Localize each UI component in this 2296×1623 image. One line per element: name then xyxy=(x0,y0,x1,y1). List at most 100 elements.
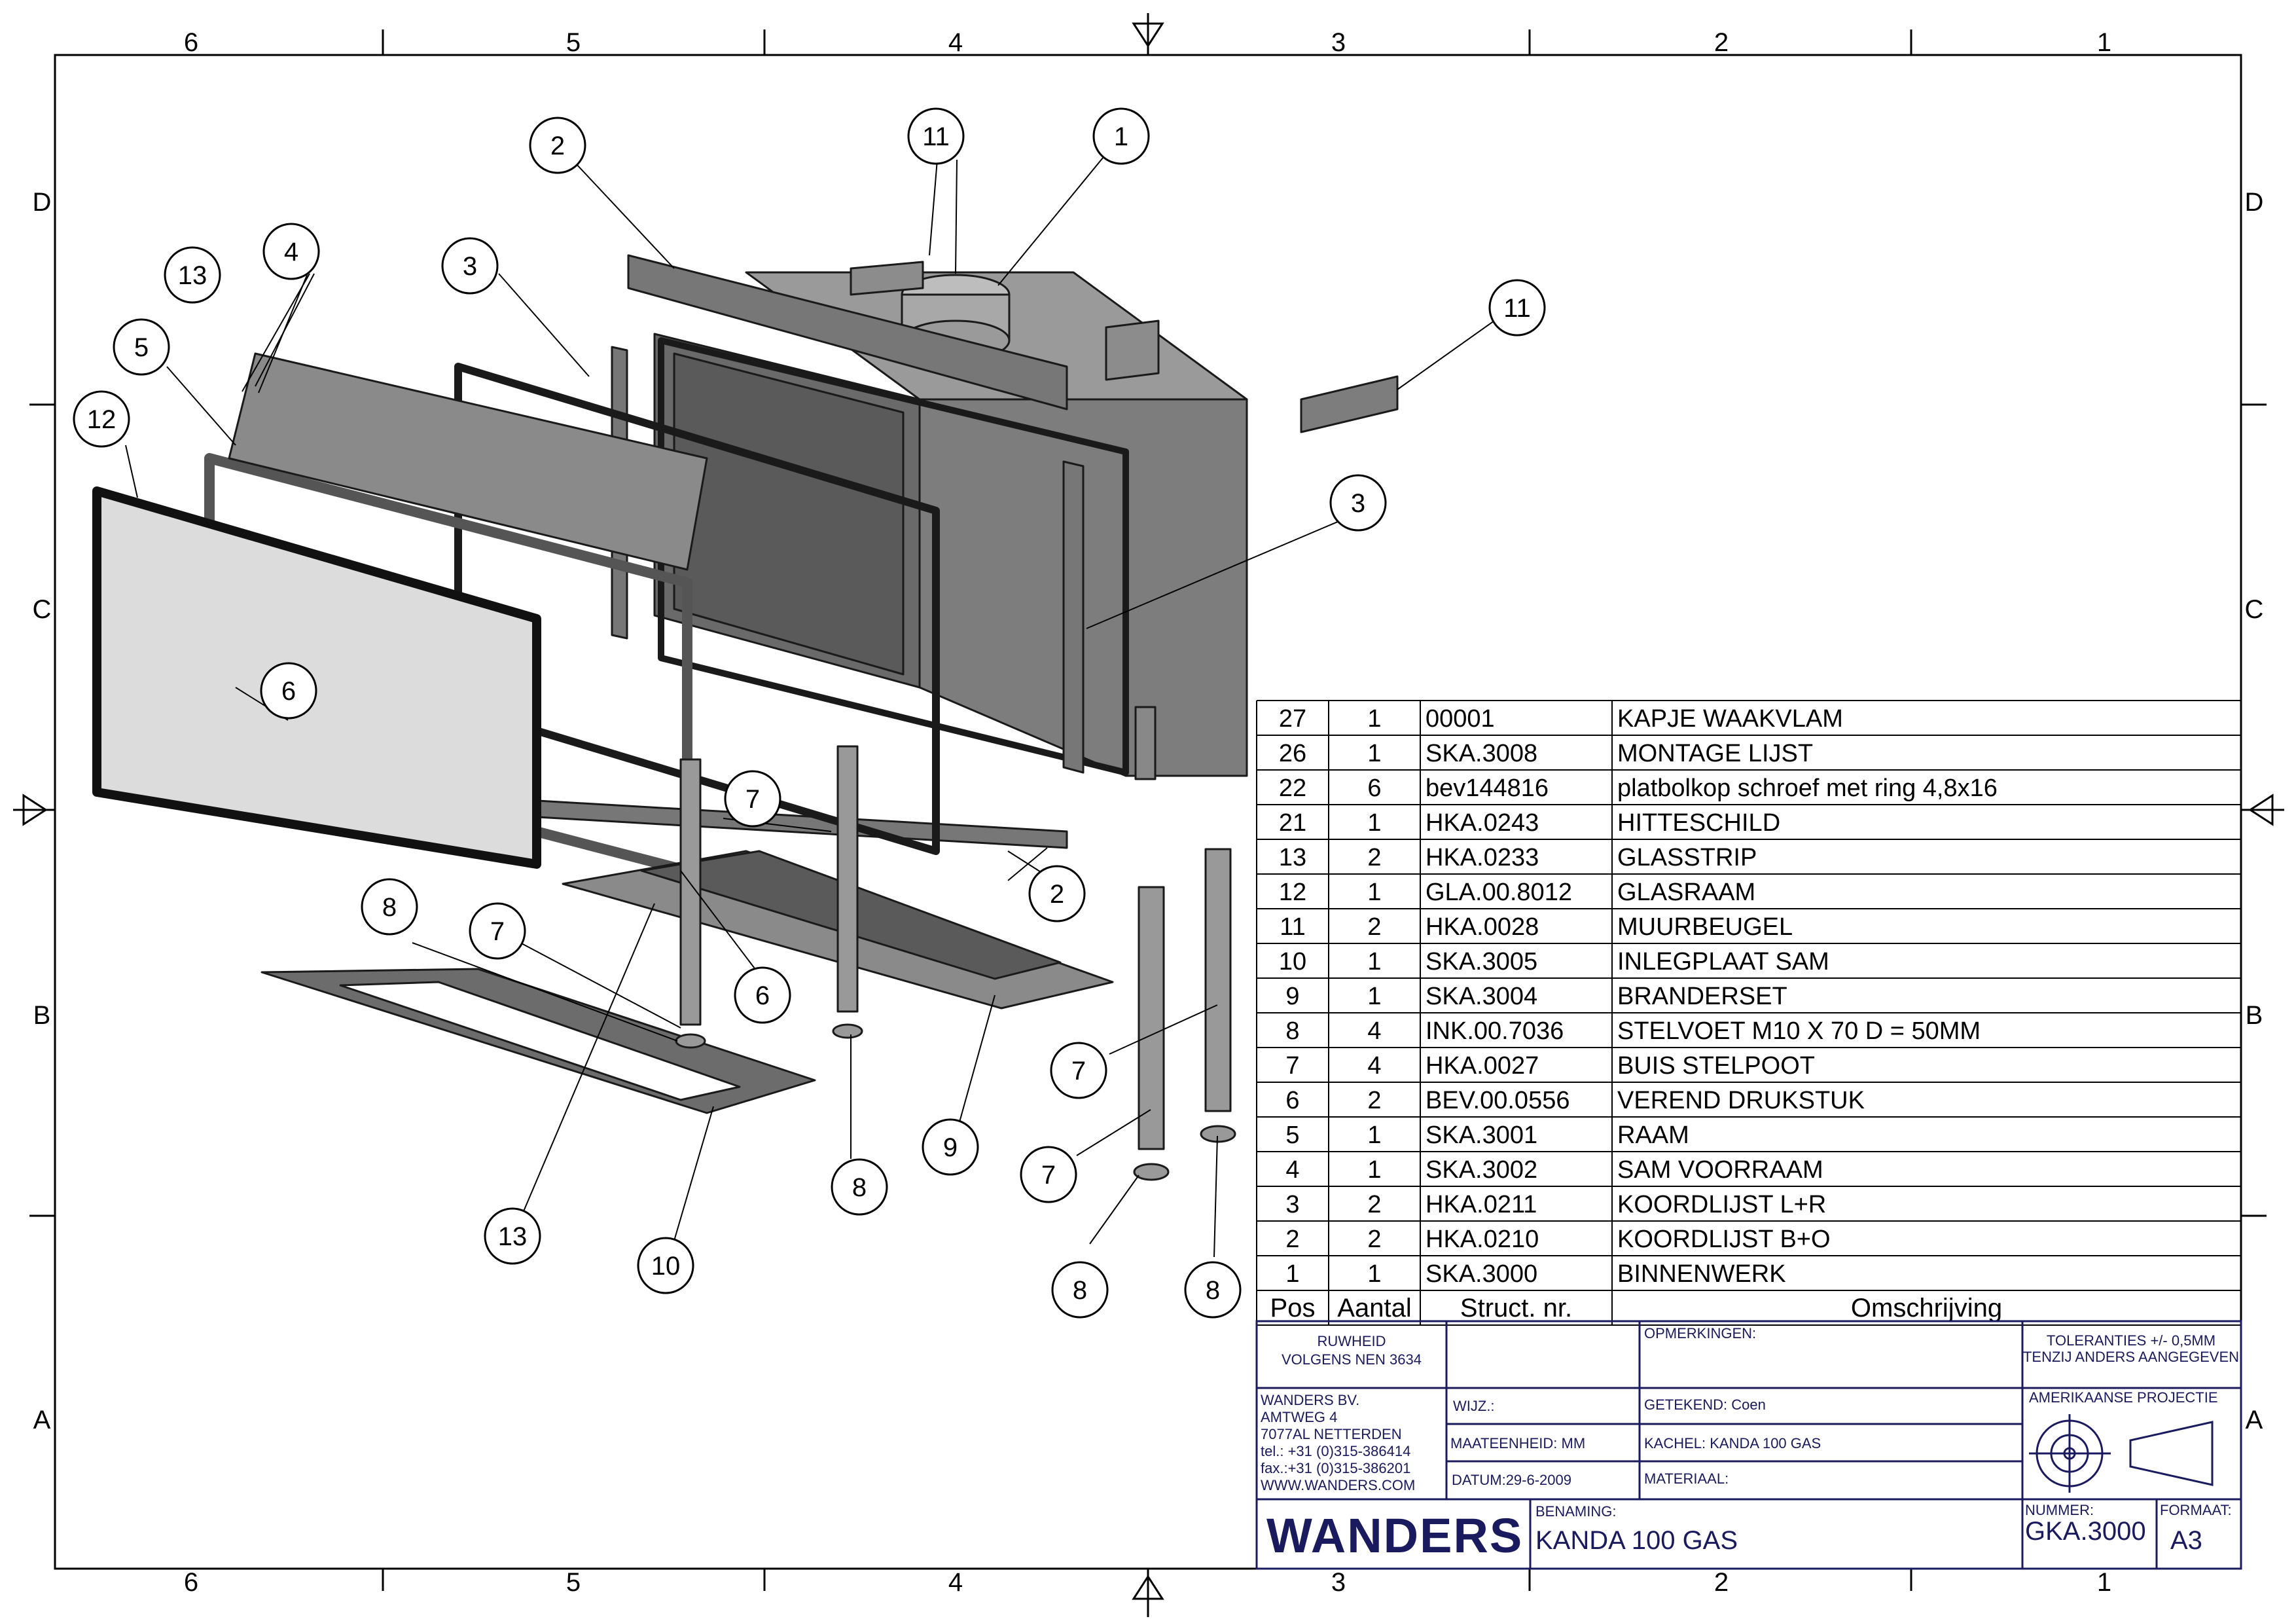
parts-cell: 1 xyxy=(1367,1260,1381,1288)
balloon-8: 8 xyxy=(1184,1261,1242,1319)
parts-cell: SKA.3005 xyxy=(1426,948,1537,976)
svg-text:6: 6 xyxy=(281,677,296,706)
parts-cell: 2 xyxy=(1367,844,1381,871)
svg-text:3: 3 xyxy=(463,252,477,281)
parts-cell: 21 xyxy=(1279,809,1306,837)
balloon-2: 2 xyxy=(1028,865,1086,922)
svg-text:9: 9 xyxy=(943,1133,958,1162)
parts-cell: 2 xyxy=(1367,1191,1381,1218)
company-city: 7077AL NETTERDEN xyxy=(1261,1426,1402,1442)
parts-cell: BUIS STELPOOT xyxy=(1617,1052,1815,1080)
number-label: NUMMER: xyxy=(2025,1502,2094,1518)
zone-right-D: D xyxy=(2245,188,2264,217)
parts-cell: 1 xyxy=(1367,948,1381,976)
svg-text:13: 13 xyxy=(178,261,207,290)
parts-cell: INK.00.7036 xyxy=(1426,1017,1564,1045)
parts-cell: HKA.0211 xyxy=(1426,1191,1537,1218)
parts-cell: 00001 xyxy=(1426,705,1495,733)
zone-top-6: 6 xyxy=(184,28,198,57)
roughness-standard: VOLGENS NEN 3634 xyxy=(1282,1351,1422,1368)
parts-cell: 2 xyxy=(1367,1226,1381,1253)
zone-left-D: D xyxy=(33,188,52,217)
svg-text:2: 2 xyxy=(550,132,565,160)
remarks-label: OPMERKINGEN: xyxy=(1644,1325,1756,1341)
parts-cell: 1 xyxy=(1367,1156,1381,1184)
sheet-format: A3 xyxy=(2170,1526,2202,1555)
parts-cell: 3 xyxy=(1285,1191,1299,1218)
parts-header-cell: Pos xyxy=(1270,1294,1316,1322)
parts-cell: MUURBEUGEL xyxy=(1617,913,1793,941)
cord-strip-top-part xyxy=(627,254,1068,410)
projection-label: AMERIKAANSE PROJECTIE xyxy=(2029,1389,2218,1406)
company-logo: WANDERS xyxy=(1266,1508,1523,1563)
svg-text:10: 10 xyxy=(651,1252,681,1281)
parts-cell: 13 xyxy=(1279,844,1306,871)
parts-cell: 27 xyxy=(1279,705,1306,733)
drawn-by: GETEKEND: Coen xyxy=(1644,1396,1766,1413)
balloon-12: 12 xyxy=(73,390,130,448)
parts-cell: BRANDERSET xyxy=(1617,983,1787,1010)
firebox-part xyxy=(653,261,1248,780)
svg-text:2: 2 xyxy=(1050,880,1064,909)
svg-text:7: 7 xyxy=(1041,1161,1056,1190)
parts-cell: SKA.3002 xyxy=(1426,1156,1537,1184)
parts-header-cell: Aantal xyxy=(1337,1294,1411,1322)
parts-cell: GLA.00.8012 xyxy=(1426,879,1572,906)
balloon-7: 7 xyxy=(1020,1146,1077,1203)
zone-left-C: C xyxy=(33,595,52,624)
parts-cell: 4 xyxy=(1367,1052,1381,1080)
zone-top-2: 2 xyxy=(1714,28,1729,57)
balloon-13: 13 xyxy=(164,246,221,304)
balloon-4: 4 xyxy=(262,223,320,280)
roughness-label: RUWHEID xyxy=(1317,1333,1386,1349)
company-street: AMTWEG 4 xyxy=(1261,1409,1337,1425)
parts-cell: 1 xyxy=(1367,879,1381,906)
revision-label: WIJZ.: xyxy=(1453,1398,1495,1414)
svg-text:11: 11 xyxy=(922,122,950,151)
company-website: WWW.WANDERS.COM xyxy=(1261,1477,1415,1493)
glass-panel-part xyxy=(92,486,541,869)
zone-top-4: 4 xyxy=(948,28,963,57)
svg-text:5: 5 xyxy=(134,333,149,362)
balloon-7: 7 xyxy=(1050,1042,1107,1099)
zone-left-A: A xyxy=(33,1406,51,1434)
balloon-7: 7 xyxy=(469,902,526,960)
parts-cell: KOORDLIJST L+R xyxy=(1617,1191,1826,1218)
parts-cell: 5 xyxy=(1285,1122,1299,1149)
parts-cell: platbolkop schroef met ring 4,8x16 xyxy=(1617,775,1998,802)
parts-cell: 1 xyxy=(1367,705,1381,733)
parts-cell: bev144816 xyxy=(1426,775,1549,802)
projection-symbol-icon xyxy=(2029,1414,2214,1493)
parts-cell: SKA.3001 xyxy=(1426,1122,1537,1149)
parts-cell: HKA.0233 xyxy=(1426,844,1539,871)
parts-header-cell: Omschrijving xyxy=(1851,1294,2002,1322)
svg-text:7: 7 xyxy=(745,785,760,814)
svg-text:7: 7 xyxy=(1071,1057,1086,1085)
svg-text:1: 1 xyxy=(1114,122,1128,151)
parts-cell: SKA.3000 xyxy=(1426,1260,1537,1288)
parts-cell: 26 xyxy=(1279,740,1306,767)
parts-cell: KOORDLIJST B+O xyxy=(1617,1226,1831,1253)
name-label: BENAMING: xyxy=(1535,1503,1616,1520)
svg-text:8: 8 xyxy=(382,893,397,922)
svg-text:3: 3 xyxy=(1351,489,1365,518)
parts-cell: MONTAGE LIJST xyxy=(1617,740,1813,767)
svg-text:12: 12 xyxy=(87,405,117,434)
balloon-11: 11 xyxy=(1488,279,1546,337)
parts-cell: 1 xyxy=(1285,1260,1299,1288)
parts-cell: 4 xyxy=(1367,1017,1381,1045)
balloon-6: 6 xyxy=(734,966,791,1024)
svg-text:13: 13 xyxy=(498,1222,528,1251)
balloon-9: 9 xyxy=(922,1118,979,1176)
wall-bracket-part xyxy=(1300,375,1399,433)
parts-cell: 8 xyxy=(1285,1017,1299,1045)
parts-cell: 2 xyxy=(1367,1087,1381,1114)
zone-right-C: C xyxy=(2245,595,2264,624)
parts-cell: STELVOET M10 X 70 D = 50MM xyxy=(1617,1017,1981,1045)
zone-top-1: 1 xyxy=(2097,28,2111,57)
parts-cell: 11 xyxy=(1280,913,1305,941)
svg-text:7: 7 xyxy=(490,917,505,946)
parts-cell: VEREND DRUKSTUK xyxy=(1617,1087,1865,1114)
zone-bottom-4: 4 xyxy=(948,1568,963,1597)
stove-label: KACHEL: KANDA 100 GAS xyxy=(1644,1435,1821,1451)
